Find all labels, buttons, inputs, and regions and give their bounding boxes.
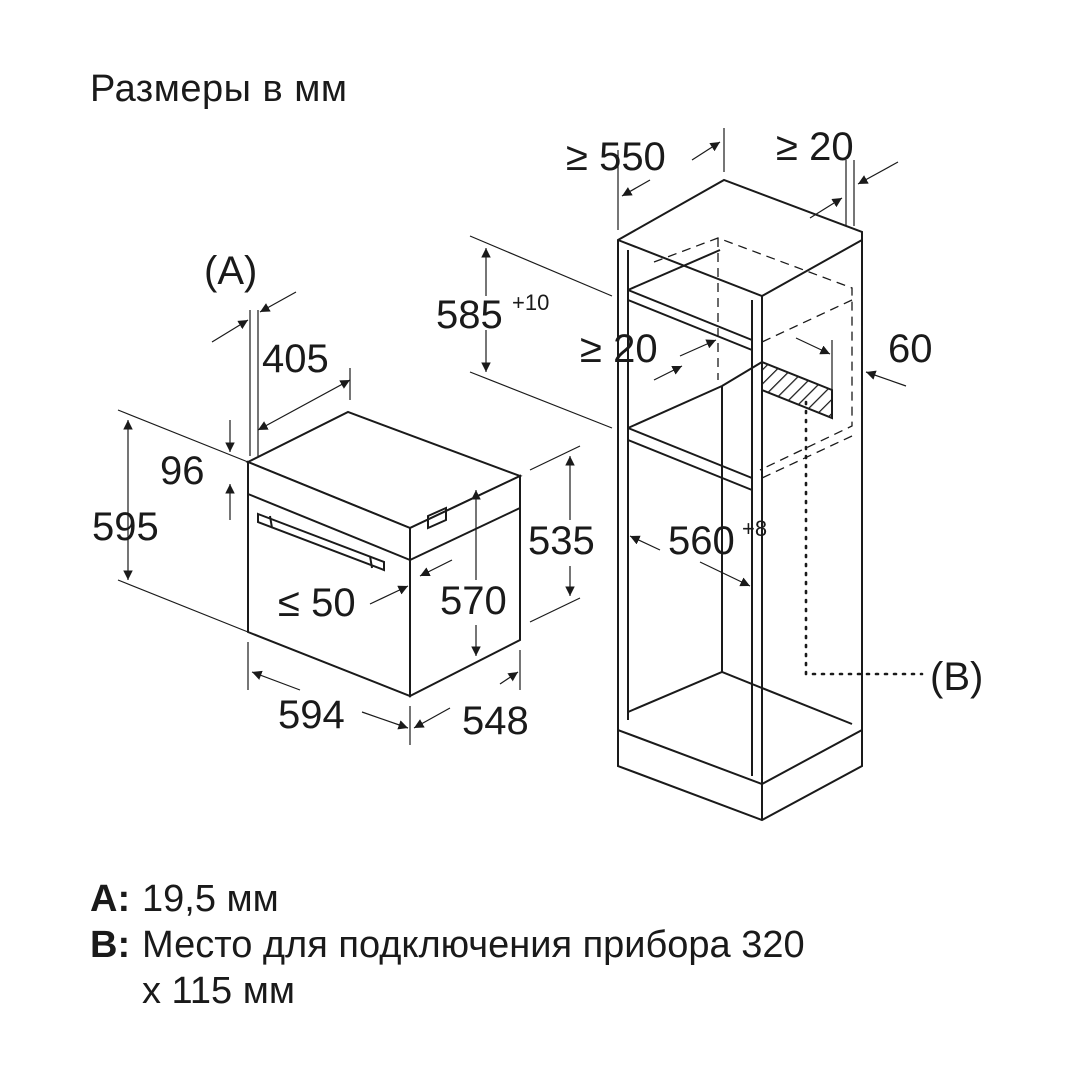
dim-20-mid-arrow	[653, 365, 683, 381]
legend-b: B: Место для подключения прибора 320 x 11…	[90, 922, 805, 1014]
ext-line	[469, 235, 613, 297]
legend-b-text-cont: x 115 мм	[142, 970, 295, 1012]
dim-560-line	[629, 535, 661, 551]
connection-area-hatch	[761, 360, 833, 420]
dim-20-top-arrow	[809, 197, 843, 219]
dim-548-line	[413, 707, 451, 729]
dim-50-line	[419, 559, 453, 577]
legend-a-text: 19,5 мм	[142, 878, 279, 920]
cabinet-top-edge	[617, 239, 863, 298]
cabinet-connection-edge	[721, 361, 763, 387]
dim-594-line	[361, 711, 409, 730]
dim-405-label: 405	[262, 337, 329, 381]
dim-50-label: ≤ 50	[278, 581, 356, 625]
dim-548-label: 548	[462, 699, 529, 743]
oven-panel-line	[247, 493, 411, 561]
oven-handle-post	[269, 515, 273, 529]
leader-b	[804, 400, 924, 676]
dim-96-label: 96	[160, 449, 205, 493]
cabinet-top-shelf	[627, 299, 753, 351]
label-a: (A)	[204, 249, 257, 293]
dim-20-top-arrow	[857, 161, 899, 185]
oven-front-face	[247, 460, 411, 698]
dim-560-tolerance: +8	[742, 516, 767, 541]
dim-585-label: 585	[436, 293, 503, 337]
cabinet-dashed-outline	[653, 237, 853, 471]
dim-60-arrow	[795, 337, 831, 355]
legend-a: A: 19,5 мм	[90, 876, 279, 922]
oven-knob	[427, 506, 447, 530]
dim-560-line	[699, 561, 751, 587]
dim-594-line	[251, 670, 301, 691]
dim-20-top-label: ≥ 20	[776, 125, 854, 169]
dim-535-label: 535	[528, 519, 595, 563]
legend-b-key: B:	[90, 924, 131, 966]
dim-594-label: 594	[278, 693, 345, 737]
dim-550-line	[621, 179, 651, 197]
ext-line	[529, 597, 581, 623]
dim-585-tolerance: +10	[512, 290, 549, 315]
oven-drawing: (A) 405 96 595 ≤ 50 570 535 594 548	[92, 249, 595, 745]
dim-405-line	[257, 379, 351, 431]
oven-panel-edge	[409, 507, 521, 561]
legend-a-key: A:	[90, 878, 131, 920]
dim-595-label: 595	[92, 505, 159, 549]
cabinet-bottom-inner	[627, 670, 853, 725]
cabinet-drawing: ≥ 550 ≥ 20 585 +10 ≥ 20 60 560 +8 (B)	[436, 125, 983, 822]
dim-a-arrow	[259, 291, 297, 313]
ext-line	[117, 579, 249, 633]
cabinet-mid-shelf-back	[627, 385, 723, 429]
cabinet-top-shelf	[627, 289, 753, 341]
oven-handle-post	[369, 555, 373, 569]
dim-550-label: ≥ 550	[566, 135, 666, 179]
cabinet-shelf-edge	[627, 249, 721, 291]
dim-20-mid-label: ≥ 20	[580, 327, 658, 371]
dim-560-label: 560	[668, 519, 735, 563]
dim-60-arrow	[865, 370, 907, 387]
dim-550-line	[691, 141, 721, 161]
cabinet-dashed-outline	[761, 299, 853, 343]
dim-60-label: 60	[888, 327, 933, 371]
cabinet-mid-shelf	[627, 427, 753, 479]
ext-line	[117, 409, 249, 463]
cabinet-outline	[617, 178, 863, 786]
dim-548-line	[499, 671, 519, 685]
oven-handle	[257, 512, 385, 572]
dim-570-label: 570	[440, 579, 507, 623]
cabinet-mid-shelf	[627, 439, 753, 491]
dim-50-line	[369, 585, 409, 605]
ext-line	[469, 371, 613, 429]
page-title: Размеры в мм	[90, 68, 348, 110]
ext-line	[529, 445, 581, 471]
label-b: (B)	[930, 655, 983, 699]
legend-b-text: Место для подключения прибора 320	[142, 924, 805, 966]
dim-20-mid-arrow	[679, 339, 717, 357]
dim-a-arrow	[211, 319, 249, 343]
